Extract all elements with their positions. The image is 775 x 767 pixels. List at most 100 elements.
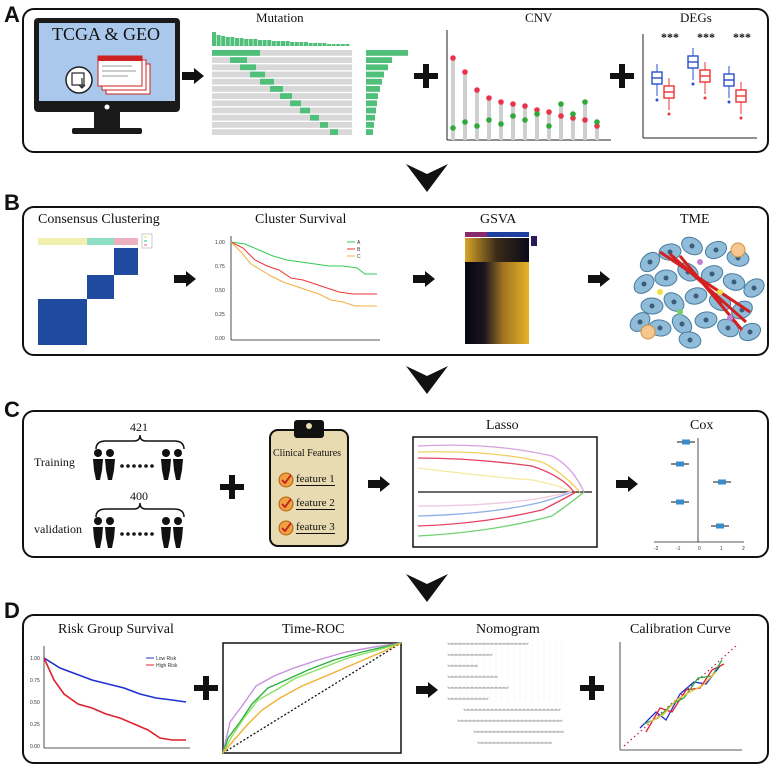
check-icon	[278, 472, 294, 488]
ellipsis-dot	[150, 532, 154, 536]
cox-hazard-point	[682, 439, 690, 445]
person-head	[94, 449, 102, 457]
mutation-cell	[260, 78, 274, 85]
mutation-count-bar	[285, 41, 290, 46]
panel-letter-d: D	[4, 598, 20, 623]
screen-title: TCGA & GEO	[52, 24, 160, 44]
calibration-title: Calibration Curve	[630, 622, 731, 637]
survival-line-a	[230, 241, 377, 275]
immune-marker	[657, 289, 663, 295]
chevron-down-icon	[406, 164, 448, 192]
calibration-curve	[645, 663, 725, 733]
cell-nucleus	[747, 329, 753, 335]
cell-nucleus	[751, 285, 757, 291]
lasso-coefficient-path	[417, 491, 577, 527]
roc-curve	[222, 642, 402, 754]
mutation-count-bar	[331, 44, 336, 46]
nomogram-title: Nomogram	[476, 622, 540, 637]
survival-line-b	[230, 241, 377, 295]
validation-label: validation	[34, 522, 82, 536]
mutation-count-bar	[221, 36, 226, 46]
feature-label: feature 2	[296, 497, 335, 510]
lasso-coefficient-path	[417, 444, 585, 493]
person-body	[173, 527, 183, 548]
person-body	[173, 459, 183, 480]
cnv-gain-point	[474, 87, 480, 93]
lasso-title: Lasso	[486, 418, 519, 433]
feature-label: feature 3	[296, 521, 335, 534]
mutation-count-bar	[267, 40, 272, 46]
cnv-loss-point	[582, 99, 588, 105]
mutation-cell	[250, 71, 265, 78]
cnv-gain-point	[558, 113, 564, 119]
check-icon	[278, 496, 294, 512]
mutation-row	[212, 78, 352, 85]
cnv-loss-point	[570, 111, 576, 117]
cell-nucleus	[663, 275, 669, 281]
mutation-cell	[320, 122, 328, 128]
high-risk-line	[43, 657, 186, 741]
mutation-count-bar	[345, 44, 350, 46]
box-outlier	[727, 100, 731, 104]
cell-nucleus	[687, 337, 693, 343]
cnv-gain-point	[570, 115, 576, 121]
immune-marker	[697, 259, 703, 265]
ellipsis-dot	[120, 532, 124, 536]
person-head	[174, 449, 182, 457]
lasso-coefficient-path	[417, 451, 581, 493]
mutation-count-bar	[216, 35, 221, 46]
computer-monitor-icon	[34, 18, 180, 134]
arrow-right-icon	[182, 68, 204, 84]
person-head	[162, 517, 170, 525]
cell-nucleus	[657, 325, 663, 331]
person-body	[105, 459, 115, 480]
mutation-freq-bar	[366, 64, 388, 71]
mutation-count-bar	[239, 38, 244, 46]
y-tick-label: 0.50	[30, 700, 40, 706]
plus-icon	[610, 64, 634, 88]
mutation-count-bar	[258, 40, 262, 46]
person-body	[93, 527, 103, 548]
mutation-count-bar	[262, 40, 267, 46]
mutation-count-bar	[299, 42, 304, 46]
cell-nucleus	[649, 303, 655, 309]
cell-nucleus	[647, 259, 653, 265]
training-count: 421	[130, 420, 148, 434]
cnv-gain-point	[582, 117, 588, 123]
person-body	[161, 527, 171, 548]
cnv-loss-point	[558, 101, 564, 107]
y-tick-label: 1.00	[30, 656, 40, 662]
arrow-right-icon	[413, 271, 435, 287]
mutation-cell	[300, 107, 310, 114]
y-tick-label: 0.00	[30, 744, 40, 750]
training-people-icon	[93, 449, 183, 480]
y-tick-label: 0.25	[30, 722, 40, 728]
mutation-freq-bar	[366, 93, 378, 99]
mutation-count-bar	[308, 43, 313, 46]
mutation-freq-bar	[366, 50, 408, 56]
sig-mark-1: ***	[661, 30, 679, 44]
cnv-loss-point	[498, 121, 504, 127]
mutation-freq-bar	[366, 122, 374, 128]
cnv-gain-point	[450, 55, 456, 61]
ellipsis-dot	[126, 532, 130, 536]
cluster-survival-title: Cluster Survival	[255, 212, 347, 227]
box-outlier	[739, 116, 743, 120]
cell-nucleus	[679, 321, 685, 327]
arrow-right-icon	[588, 271, 610, 287]
cell-nucleus	[637, 319, 643, 325]
panel-letter-a: A	[4, 2, 20, 27]
mutation-freq-bar	[366, 78, 382, 85]
mutation-count-bar	[235, 38, 239, 46]
time-roc-title: Time-ROC	[282, 622, 345, 637]
cell-nucleus	[731, 279, 737, 285]
clipboard-icon	[269, 420, 349, 547]
legend-label: C	[357, 254, 361, 260]
mutation-row	[212, 122, 352, 128]
mutation-count-bar	[304, 42, 308, 46]
mutation-cell	[240, 64, 256, 71]
lasso-coefficient-path	[417, 491, 585, 537]
mutation-count-bar	[290, 42, 295, 46]
